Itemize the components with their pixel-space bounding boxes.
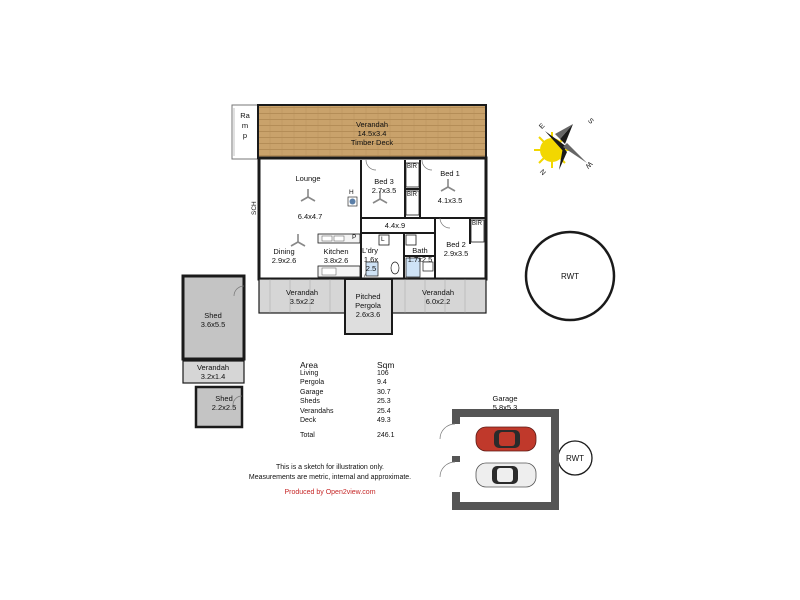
garage-name: Garage [492, 394, 518, 403]
shed-small [194, 385, 244, 429]
shed-small-size: 2.2x2.5 [211, 403, 237, 412]
bed2-name: Bed 2 [446, 240, 466, 249]
verandah-top-name: Verandah [355, 120, 389, 129]
area-row-value: 9.4 [377, 379, 387, 386]
bath-name: Bath [412, 246, 428, 255]
robe-label-bed3: BIR [407, 164, 418, 170]
ceiling-fan-icon [372, 191, 388, 204]
bed1-size: 4.1x3.5 [437, 196, 463, 205]
area-row: Deck 49.3 [300, 417, 420, 427]
verandah-shed-size: 3.2x1.4 [200, 372, 226, 381]
pergola-name-b: Pergola [355, 301, 381, 310]
ramp-label: Ramp [240, 111, 250, 140]
verandah-shed-name: Verandah [196, 363, 230, 372]
dining-size: 2.9x2.6 [271, 256, 297, 265]
rainwater-tank-large [524, 230, 616, 322]
area-row: Pergola 9.4 [300, 379, 420, 389]
verandah-timber-deck [257, 104, 487, 159]
area-total-row: Total 246.1 [300, 432, 420, 442]
shed-small-name: Shed [215, 394, 233, 403]
area-table: Area Sqm Living 106 Pergola 9.4 Garage 3… [300, 360, 420, 441]
area-row: Sheds 25.3 [300, 398, 420, 408]
verandah-left-size: 3.5x2.2 [289, 297, 315, 306]
ceiling-fan-icon [300, 189, 316, 202]
area-column-header: Area [300, 360, 318, 370]
area-row: Verandahs 25.4 [300, 408, 420, 418]
lounge-size: 6.4x4.7 [297, 212, 323, 221]
disclaimer: This is a sketch for illustration only. … [210, 463, 450, 483]
area-row-value: 25.3 [377, 398, 391, 405]
bed1-name: Bed 1 [440, 169, 460, 178]
kitchen-name: Kitchen [323, 247, 349, 256]
pantry-label: P [352, 234, 357, 241]
heater-label: H [349, 189, 354, 196]
laundry-mark: L [381, 236, 385, 243]
verandah-left-name: Verandah [285, 288, 319, 297]
verandah-right [391, 278, 487, 314]
pitched-pergola [344, 278, 393, 335]
verandah-shed [182, 360, 245, 384]
verandah-right-size: 6.0x2.2 [425, 297, 451, 306]
area-row: Living 106 [300, 370, 420, 380]
kitchen-size: 3.8x2.6 [323, 256, 349, 265]
bed2-size: 2.9x3.5 [443, 249, 469, 258]
sqm-column-header: Sqm [377, 360, 395, 370]
verandah-top-size: 14.5x3.4 [357, 129, 387, 138]
verandah-top-note: Timber Deck [350, 138, 394, 147]
compass-icon [534, 124, 587, 170]
area-row-label: Deck [300, 417, 316, 424]
area-total-label: Total [300, 431, 315, 439]
laundry-size-b: 2.5 [365, 264, 377, 273]
kitchen-bench-bottom [317, 265, 361, 278]
area-total-value: 246.1 [377, 431, 395, 439]
dining-name: Dining [273, 247, 295, 256]
ramp [231, 104, 260, 160]
area-row-value: 30.7 [377, 388, 391, 396]
shed-large-name: Shed [204, 311, 222, 320]
bed3-name: Bed 3 [374, 177, 394, 186]
ceiling-fan-icon [440, 179, 456, 192]
bath-size: 1.7x2.5 [407, 255, 433, 264]
area-row-value: 106 [377, 369, 389, 377]
verandah-left [258, 278, 346, 314]
area-row-label: Verandahs [300, 407, 334, 415]
credit-link[interactable]: Produced by Open2view.com [284, 489, 376, 496]
garage-size: 5.8x5.3 [492, 403, 518, 412]
disclaimer-line-1: This is a sketch for illustration only. [275, 464, 385, 471]
area-row-label: Sheds [300, 398, 320, 405]
area-row-label: Pergola [300, 379, 325, 386]
ceiling-fan-icon [290, 234, 306, 247]
rwt-small-label: RWT [565, 454, 585, 463]
area-row-label: Garage [300, 388, 324, 396]
car-red-icon [475, 426, 537, 452]
shed-large-size: 3.6x5.5 [200, 320, 226, 329]
pergola-name-a: Pitched [355, 292, 381, 301]
slow-combustion-label: SCH [251, 201, 258, 215]
laundry-size-a: 1.6x [363, 255, 379, 264]
disclaimer-line-2: Measurements are metric, internal and ap… [248, 474, 412, 481]
rwt-large-label: RWT [560, 272, 580, 281]
robe-label-bed1: BIR [407, 192, 418, 198]
area-row: Garage 30.7 [300, 389, 420, 399]
area-row-value: 25.4 [377, 407, 391, 415]
area-row-label: Living [300, 369, 319, 377]
shed-large [181, 274, 246, 361]
laundry-name: L'dry [361, 246, 379, 255]
car-white-icon [475, 462, 537, 488]
hall-size: 4.4x.9 [384, 221, 406, 230]
lounge-name: Lounge [295, 174, 321, 183]
verandah-right-name: Verandah [421, 288, 455, 297]
area-row-value: 49.3 [377, 417, 391, 424]
robe-label-bed2: BIR [472, 221, 483, 227]
bed3-size: 2.7x3.5 [371, 186, 397, 195]
pergola-size: 2.6x3.6 [355, 310, 381, 319]
